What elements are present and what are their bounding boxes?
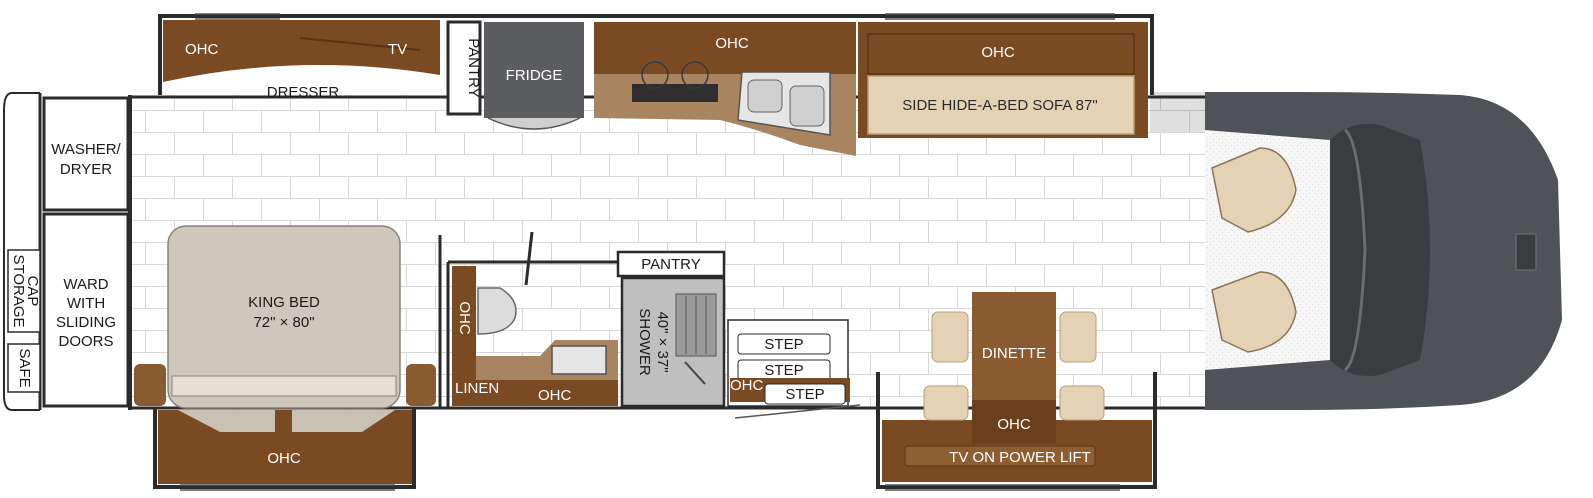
sofa-label: SIDE HIDE-A-BED SOFA 87"	[902, 97, 1097, 114]
wardrobe	[42, 212, 130, 408]
bath-ohc-label: OHC	[538, 387, 572, 404]
dinette-chair-1	[931, 311, 969, 363]
washer-label-1: WASHER/	[51, 141, 121, 158]
ward-label-4: DOORS	[58, 333, 113, 350]
tv-lift-label: TV ON POWER LIFT	[949, 449, 1091, 466]
dinette-label: DINETTE	[982, 345, 1046, 362]
top-pantry	[446, 20, 482, 116]
cab-seat-passenger	[1211, 271, 1297, 353]
bath-side-ohc	[452, 266, 476, 406]
cab-seat-driver	[1211, 147, 1297, 233]
fridge-label: FRIDGE	[506, 67, 563, 84]
washer-label-2: DRYER	[60, 161, 112, 178]
dresser-label: DRESSER	[267, 84, 340, 101]
dinette-chair-4	[1059, 385, 1105, 421]
washer-dryer	[42, 96, 130, 212]
dresser-ohc-label: OHC	[185, 41, 219, 58]
bed-label-2: 72" × 80"	[253, 314, 314, 331]
dinette-chair-3	[923, 385, 969, 421]
cooktop	[632, 84, 718, 102]
safe	[7, 343, 41, 393]
dinette-chair-2	[1059, 311, 1097, 363]
dresser-tv-label: TV	[388, 41, 407, 58]
kitchen-ohc-label: OHC	[715, 35, 749, 52]
toilet	[477, 287, 517, 335]
bedroom-ohc-label: OHC	[267, 450, 301, 467]
shower-label-2: 40" × 37"	[654, 311, 671, 372]
step-ohc-label: OHC	[730, 377, 764, 394]
step-label-3: STEP	[785, 386, 824, 403]
bath-side-ohc-label: OHC	[456, 301, 473, 335]
fridge	[484, 22, 584, 118]
top-pantry-label: PANTRY	[465, 38, 482, 97]
sofa-cushion	[867, 75, 1135, 135]
windows	[180, 13, 1120, 491]
bed-label-1: KING BED	[248, 294, 320, 311]
nightstand-left	[134, 364, 166, 406]
step-label-1: STEP	[764, 336, 803, 353]
ward-label-2: WITH	[67, 295, 105, 312]
linen-label: LINEN	[455, 380, 499, 397]
cap-label-1: CAP	[24, 276, 41, 307]
shower-label-1: SHOWER	[636, 308, 653, 376]
dresser-cabinet	[163, 20, 440, 82]
dinette-ohc-label: OHC	[997, 416, 1031, 433]
ward-label-1: WARD	[63, 276, 108, 293]
cap-storage	[7, 249, 41, 333]
king-bed	[167, 225, 401, 409]
bath-walls	[438, 231, 620, 408]
bath-pantry-label: PANTRY	[641, 256, 700, 273]
step-label-2: STEP	[764, 362, 803, 379]
cap-label-2: STORAGE	[10, 254, 27, 327]
bath-pantry	[616, 250, 726, 278]
nightstand-right	[406, 364, 436, 406]
sofa-ohc-label: OHC	[981, 44, 1015, 61]
ward-label-3: SLIDING	[56, 314, 116, 331]
safe-label: SAFE	[16, 348, 33, 387]
